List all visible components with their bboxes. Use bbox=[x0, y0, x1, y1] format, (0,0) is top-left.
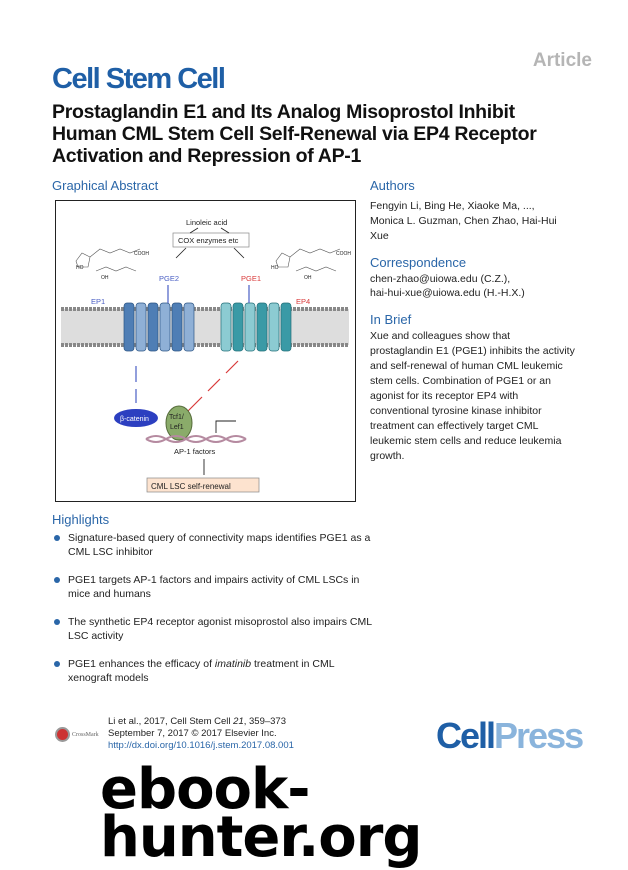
label-lef1: Lef1 bbox=[170, 424, 184, 431]
paper-title: Prostaglandin E1 and Its Analog Misopros… bbox=[52, 101, 537, 167]
cellpress-logo: CellPress bbox=[436, 715, 584, 756]
ep1-receptor bbox=[123, 302, 195, 352]
highlight-item: The synthetic EP4 receptor agonist misop… bbox=[52, 615, 372, 643]
dna-strand bbox=[145, 435, 247, 443]
label-cox: COX enzymes etc bbox=[178, 236, 239, 245]
label-beta-catenin: β-catenin bbox=[120, 416, 149, 423]
label-ep4: EP4 bbox=[296, 297, 310, 306]
tcf1-lef1-shape bbox=[165, 405, 193, 441]
label-ho: HO bbox=[271, 265, 279, 271]
label-cooh: COOH bbox=[134, 251, 149, 257]
highlights-heading: Highlights bbox=[52, 512, 110, 527]
label-ep1: EP1 bbox=[91, 297, 105, 306]
label-ho: HO bbox=[76, 265, 84, 271]
correspondence-heading: Correspondence bbox=[370, 255, 467, 270]
in-brief-text: Xue and colleagues show that prostagland… bbox=[370, 330, 575, 462]
citation: Li et al., 2017, Cell Stem Cell 21, 359–… bbox=[108, 716, 294, 752]
label-linoleic: Linoleic acid bbox=[186, 218, 227, 227]
label-ap1: AP-1 factors bbox=[174, 447, 216, 456]
label-cooh: COOH bbox=[336, 251, 351, 257]
authors-list: Fengyin Li, Bing He, Xiaoke Ma, ..., Mon… bbox=[370, 200, 557, 242]
email-zhao[interactable]: chen-zhao@uiowa.edu (C.Z.), bbox=[370, 273, 511, 285]
crossmark-icon bbox=[55, 727, 70, 742]
label-oh: OH bbox=[304, 275, 312, 281]
graphical-abstract-figure: Linoleic acid COX enzymes etc PGE2 PGE1 … bbox=[55, 200, 356, 502]
authors-heading: Authors bbox=[370, 178, 415, 193]
doi-link[interactable]: http://dx.doi.org/10.1016/j.stem.2017.08… bbox=[108, 740, 294, 751]
cell-membrane bbox=[61, 307, 349, 347]
in-brief-heading: In Brief bbox=[370, 312, 412, 327]
citation-line: Li et al., 2017, Cell Stem Cell 21, 359–… bbox=[108, 716, 286, 727]
red-arrows bbox=[183, 360, 239, 416]
highlight-item: PGE1 targets AP-1 factors and impairs ac… bbox=[52, 573, 372, 601]
outcome-label: CML LSC self-renewal bbox=[151, 482, 231, 491]
blue-arrows bbox=[135, 285, 250, 403]
highlight-item: PGE1 enhances the efficacy of imatinib t… bbox=[52, 657, 372, 685]
publication-date: September 7, 2017 © 2017 Elsevier Inc. bbox=[108, 728, 277, 739]
label-pge1: PGE1 bbox=[241, 274, 261, 283]
highlights-list: Signature-based query of connectivity ma… bbox=[52, 531, 372, 699]
crossmark-label: CrossMark bbox=[72, 731, 99, 738]
transcription-arrow bbox=[215, 420, 236, 433]
email-xue[interactable]: hai-hui-xue@uiowa.edu (H.-H.X.) bbox=[370, 287, 525, 299]
correspondence: chen-zhao@uiowa.edu (C.Z.), hai-hui-xue@… bbox=[370, 272, 525, 300]
ep4-receptor bbox=[220, 302, 292, 352]
label-pge2: PGE2 bbox=[159, 274, 179, 283]
watermark: ebook-hunter.org bbox=[100, 757, 422, 870]
highlight-item: Signature-based query of connectivity ma… bbox=[52, 531, 372, 559]
journal-logo: Cell Stem Cell bbox=[52, 63, 226, 95]
beta-catenin-shape bbox=[114, 409, 158, 427]
label-tcf1: Tcf1/ bbox=[169, 414, 184, 421]
article-label: Article bbox=[532, 50, 592, 71]
graphical-abstract-heading: Graphical Abstract bbox=[52, 178, 159, 193]
label-oh: OH bbox=[101, 275, 109, 281]
crossmark-logo[interactable]: CrossMark bbox=[55, 727, 99, 742]
